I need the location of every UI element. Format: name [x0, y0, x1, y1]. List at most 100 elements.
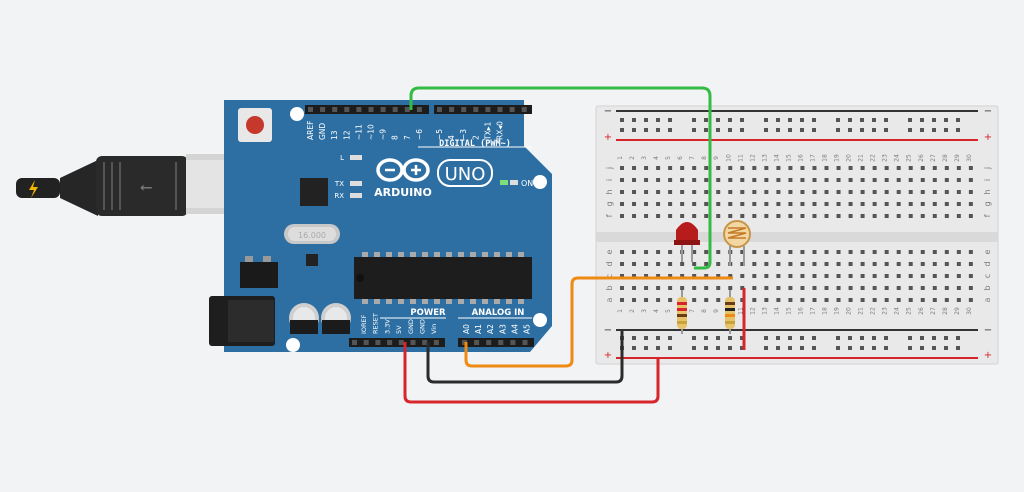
column-number: 27 [930, 307, 937, 315]
power-pin-label: GND [407, 319, 415, 334]
row-letter: c [983, 274, 992, 278]
column-number: 12 [749, 154, 756, 162]
column-number: 13 [761, 307, 768, 315]
column-number: 27 [930, 154, 937, 162]
wire-orange [464, 276, 733, 368]
column-number: 29 [954, 307, 961, 315]
digital-pin-label: 2 [471, 135, 480, 140]
digital-pin-label: ~5 [435, 129, 444, 140]
column-number: 3 [641, 309, 648, 313]
column-number: 24 [894, 307, 901, 315]
column-number: 22 [870, 154, 877, 162]
column-number: 23 [882, 307, 889, 315]
rail-sign: + [984, 132, 992, 143]
row-letter: h [983, 189, 992, 194]
column-number: 25 [906, 154, 913, 162]
digital-pin-label: TX▸1 [483, 122, 492, 141]
column-number: 11 [737, 307, 744, 315]
analog-pin-label: A3 [498, 324, 507, 334]
brand-label: ARDUINO [374, 186, 432, 199]
wires[interactable] [403, 86, 746, 404]
column-number: 26 [918, 307, 925, 315]
column-number: 5 [665, 156, 672, 160]
column-number: 30 [966, 154, 973, 162]
model-label: UNO [445, 164, 486, 185]
arduino-uno-board[interactable]: 16.000 L TX RX ARDUINO UNO ON [209, 100, 552, 352]
row-letter: b [983, 285, 992, 290]
digital-pin-label: GND [318, 123, 327, 140]
column-number: 28 [942, 154, 949, 162]
row-letter: e [605, 249, 614, 254]
row-letter: d [605, 261, 614, 266]
column-number: 26 [918, 154, 925, 162]
on-label: ON [521, 179, 533, 188]
power-pin-label: GND [419, 319, 427, 334]
row-letter: h [605, 189, 614, 194]
analog-pin-label: A2 [486, 324, 495, 334]
wire-green [409, 86, 712, 270]
analog-pin-label: A0 [462, 324, 471, 334]
column-number: 16 [797, 154, 804, 162]
row-letter: i [983, 179, 992, 181]
column-number: 2 [629, 156, 636, 160]
column-number: 24 [894, 154, 901, 162]
column-number: 15 [785, 154, 792, 162]
digital-pin-label: ~3 [459, 129, 468, 140]
row-letter: g [983, 201, 992, 206]
row-letter: b [605, 285, 614, 290]
row-letter: g [605, 201, 614, 206]
digital-pin-label: 13 [330, 130, 339, 140]
column-number: 15 [785, 307, 792, 315]
digital-pin-label: ~9 [379, 129, 388, 140]
column-number: 7 [689, 156, 696, 160]
rail-sign: − [604, 325, 612, 336]
power-pin-label: RESET [372, 313, 380, 334]
digital-pin-label: ~6 [415, 129, 424, 140]
column-number: 18 [822, 307, 829, 315]
column-number: 4 [653, 309, 660, 313]
digital-pin-label: 8 [391, 135, 400, 140]
column-number: 8 [701, 156, 708, 160]
row-letter: f [605, 214, 614, 217]
resistor-icon[interactable] [725, 290, 735, 334]
rail-sign: − [984, 106, 992, 117]
column-number: 3 [641, 156, 648, 160]
led-rx-label: RX [334, 192, 344, 200]
digital-label: DIGITAL (PWM~) [439, 139, 511, 149]
photoresistor-icon[interactable] [723, 220, 751, 266]
digital-pin-label: ~10 [367, 124, 376, 140]
column-number: 8 [701, 309, 708, 313]
digital-pin-label: AREF [306, 121, 315, 140]
column-number: 10 [725, 154, 732, 162]
atmega-chip [354, 257, 532, 299]
rail-sign: + [604, 132, 612, 143]
column-number: 12 [749, 307, 756, 315]
power-pin-label: Vin [430, 324, 438, 334]
column-number: 20 [846, 154, 853, 162]
column-number: 17 [809, 154, 816, 162]
column-number: 30 [966, 307, 973, 315]
analog-pin-label: A5 [523, 324, 532, 334]
row-letter: j [605, 167, 614, 170]
column-number: 16 [797, 307, 804, 315]
column-number: 9 [713, 156, 720, 160]
digital-pin-label: RX◂0 [496, 121, 505, 140]
breadboard[interactable]: 1122334455667788991010111112121313141415… [595, 105, 999, 365]
column-number: 1 [617, 156, 624, 160]
led-l-label: L [340, 154, 344, 162]
arduino-logo-icon [376, 158, 430, 182]
digital-pin-label: 4 [447, 135, 456, 140]
digital-pin-label: ~11 [354, 124, 363, 140]
column-number: 2 [629, 309, 636, 313]
resistor-icon[interactable] [677, 290, 687, 334]
column-number: 6 [677, 156, 684, 160]
column-number: 14 [773, 307, 780, 315]
digital-pin-label: 7 [403, 135, 412, 140]
column-number: 19 [834, 307, 841, 315]
column-number: 23 [882, 154, 889, 162]
row-letter: f [983, 214, 992, 217]
led-icon[interactable] [674, 222, 700, 262]
column-number: 21 [858, 307, 865, 315]
column-number: 4 [653, 156, 660, 160]
